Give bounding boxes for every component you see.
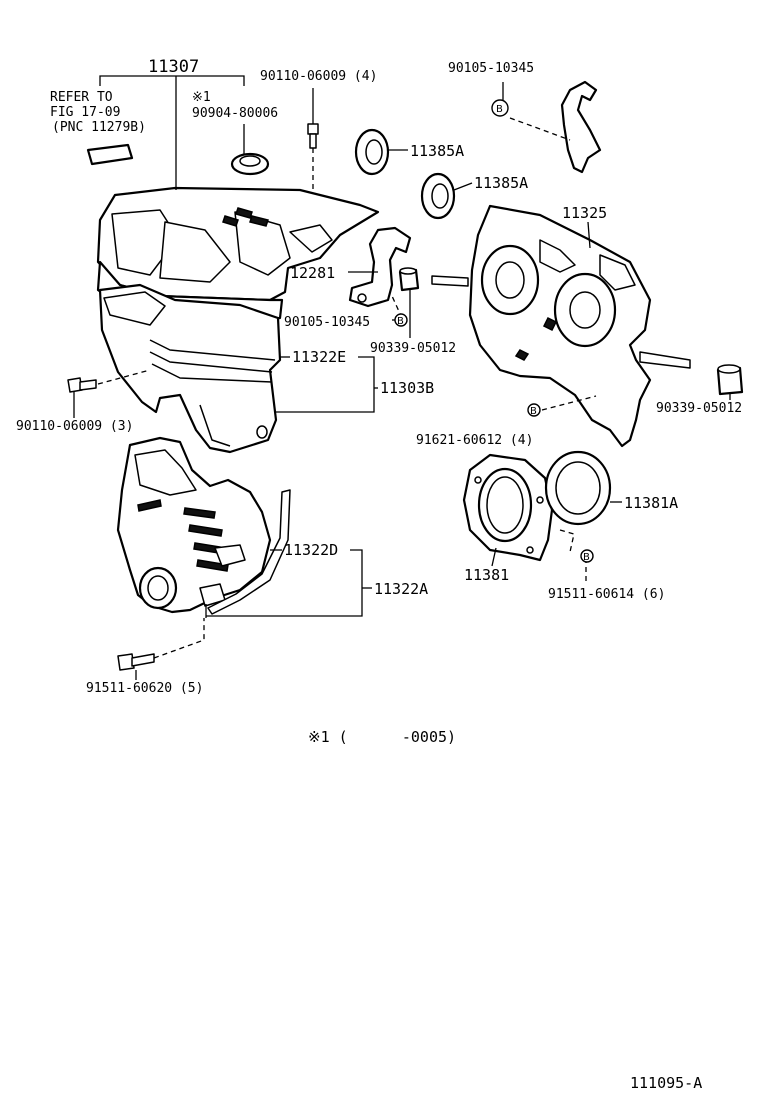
svg-text:B: B: [496, 104, 503, 115]
svg-text:B: B: [397, 316, 404, 327]
label-refer-line2: FIG 17-09: [50, 105, 120, 120]
retainer-11381: [462, 453, 554, 562]
label-11385a-1: 11385A: [410, 142, 464, 160]
bolt-91511-620: [117, 653, 155, 671]
lower-timing-cover: [116, 436, 272, 614]
label-refer-line1: REFER TO: [50, 90, 113, 105]
label-11322d: 11322D: [284, 541, 338, 559]
upper-timing-cover: [96, 186, 380, 322]
label-figure-code: 111095-A: [630, 1074, 702, 1092]
label-11381: 11381: [464, 566, 509, 584]
label-90110-left: 90110-06009 (3): [16, 419, 133, 434]
oil-seal-90904: [230, 152, 270, 176]
label-90105-mid: 90105-10345: [284, 315, 370, 330]
b-mark-91621: B: [527, 403, 541, 417]
b-mark-top: B: [491, 99, 509, 117]
oil-seal-11381a: [544, 450, 612, 526]
label-11322e: 11322E: [292, 348, 346, 366]
oil-seal-11385a-1: [354, 128, 390, 176]
svg-text:B: B: [583, 552, 590, 563]
leader-lines: [73, 75, 731, 680]
label-90110-top: 90110-06009 (4): [260, 69, 377, 84]
middle-timing-cover: [98, 283, 282, 454]
back-plate-11325: [431, 204, 691, 448]
label-91621: 91621-60612 (4): [416, 433, 533, 448]
label-refer-line3: (PNC 11279B): [52, 120, 146, 135]
label-11385a-2: 11385A: [474, 174, 528, 192]
label-91511-620: 91511-60620 (5): [86, 681, 203, 696]
bolt-90110-top: [307, 123, 319, 149]
label-91511-614: 91511-60614 (6): [548, 587, 665, 602]
label-note-mark: ※1: [192, 90, 211, 105]
label-90339-right: 90339-05012: [656, 401, 742, 416]
bracket-12281: [348, 226, 412, 308]
label-11303b: 11303B: [380, 379, 434, 397]
svg-text:B: B: [530, 406, 537, 417]
bracket-top-right: [560, 80, 602, 174]
bolt-90110-left: [67, 377, 97, 393]
label-90339-mid: 90339-05012: [370, 341, 456, 356]
sleeve-90339-mid: [398, 267, 420, 292]
label-11325: 11325: [562, 204, 607, 222]
sleeve-90339-right: [716, 364, 744, 396]
label-footnote: ※1 ( -0005): [308, 728, 456, 746]
label-11322a: 11322A: [374, 580, 428, 598]
label-11307: 11307: [148, 57, 199, 77]
oil-seal-11385a-2: [420, 172, 456, 220]
refer-gasket: [86, 143, 134, 166]
label-90105-top: 90105-10345: [448, 61, 534, 76]
gasket-11322d: [207, 489, 291, 615]
label-12281: 12281: [290, 264, 335, 282]
b-mark-91511: B: [580, 549, 594, 563]
label-11381a: 11381A: [624, 494, 678, 512]
label-90904: 90904-80006: [192, 106, 278, 121]
b-mark-mid: B: [394, 313, 408, 327]
